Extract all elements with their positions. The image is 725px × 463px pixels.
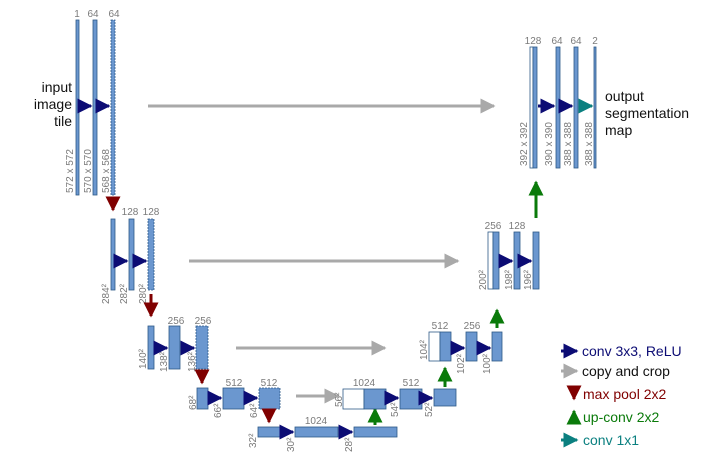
legend-label-upconv: up-conv 2x2: [583, 409, 659, 425]
feature-map-block: [492, 231, 500, 290]
up-level-2-blocks: [487, 231, 540, 290]
feature-map-block: [128, 218, 135, 291]
legend-label-conv: conv 3x3, ReLU: [582, 343, 682, 359]
feature-map-block: [573, 46, 579, 169]
size-label: 104²: [419, 339, 430, 360]
channel-label: 2: [592, 36, 598, 47]
legend: conv 3x3, ReLU copy and crop max pool 2x…: [561, 343, 682, 448]
size-label: 54²: [390, 402, 401, 417]
feature-map-block: [75, 19, 80, 196]
legend-label-conv1x1: conv 1x1: [583, 432, 639, 448]
feature-map-block: [399, 388, 423, 410]
input-label-line-2: image: [34, 96, 72, 112]
feature-map-block: [532, 231, 540, 290]
input-label-line-3: tile: [54, 113, 72, 129]
channel-label: 512: [226, 378, 243, 389]
channel-label: 256: [485, 221, 502, 232]
size-label: 68²: [188, 395, 199, 410]
feature-map-block: [294, 426, 339, 438]
size-label: 52²: [424, 402, 435, 417]
size-label: 388 x 388: [584, 122, 595, 166]
size-label: 200²: [478, 269, 489, 290]
up-level-4-blocks: [342, 388, 457, 410]
feature-map-block: [147, 218, 155, 291]
feature-map-block: [110, 218, 116, 291]
channel-label: 128: [525, 36, 542, 47]
channel-label: 128: [143, 207, 160, 218]
feature-map-block: [555, 46, 561, 169]
size-label: 198²: [504, 269, 515, 290]
copied-feature-map-block: [529, 46, 534, 169]
channel-label: 512: [403, 378, 420, 389]
size-label: 28²: [344, 437, 355, 452]
size-label: 282²: [119, 283, 130, 304]
feature-map-block: [439, 331, 452, 362]
size-label: 32²: [248, 433, 259, 448]
channel-label: 64: [570, 36, 582, 47]
size-label: 140²: [138, 348, 149, 369]
level-2-blocks: [110, 218, 155, 291]
input-label-line-1: input: [42, 79, 72, 95]
size-label: 392 x 392: [519, 122, 530, 166]
output-label-line-1: output: [605, 88, 644, 104]
size-label: 284²: [101, 283, 112, 304]
channel-label: 128: [509, 221, 526, 232]
size-label: 196²: [523, 269, 534, 290]
channel-label: 128: [122, 207, 139, 218]
feature-map-block: [465, 331, 478, 362]
size-label: 30²: [286, 437, 297, 452]
size-label: 102²: [456, 353, 467, 374]
channel-label: 1024: [305, 416, 328, 427]
feature-map-block: [433, 388, 457, 407]
feature-map-block: [110, 19, 116, 196]
up-level-1-blocks: [529, 46, 597, 169]
feature-map-block: [532, 46, 538, 169]
size-label: 64²: [249, 403, 260, 418]
feature-map-block: [491, 331, 503, 362]
feature-map-block: [168, 325, 181, 370]
level-5-blocks: [257, 426, 398, 438]
legend-label-pool: max pool 2x2: [583, 386, 666, 402]
size-label: 56²: [334, 392, 345, 407]
feature-map-block: [257, 426, 281, 438]
copied-feature-map-block: [342, 388, 365, 410]
size-label: 572 x 572: [65, 149, 76, 193]
channel-label: 256: [464, 321, 481, 332]
output-label-line-2: segmentation: [605, 105, 689, 121]
feature-map-block: [353, 426, 398, 438]
size-label: 280²: [138, 283, 149, 304]
channel-label: 64: [108, 9, 120, 20]
channel-label: 512: [432, 321, 449, 332]
size-label: 138²: [159, 351, 170, 372]
channel-label: 256: [195, 316, 212, 327]
size-label: 100²: [482, 353, 493, 374]
channel-label: 64: [87, 9, 99, 20]
channel-label: 512: [261, 378, 278, 389]
legend-label-copy: copy and crop: [582, 363, 670, 379]
output-label-line-3: map: [605, 122, 632, 138]
size-label: 388 x 388: [563, 122, 574, 166]
feature-map-block: [195, 325, 209, 370]
size-label: 390 x 390: [544, 122, 555, 166]
feature-map-block: [222, 387, 245, 410]
channel-label: 1: [74, 9, 80, 20]
copied-feature-map-block: [428, 331, 441, 362]
output-block: [593, 46, 597, 169]
channel-label: 256: [168, 316, 185, 327]
feature-map-block: [363, 388, 387, 410]
size-label: 570 x 570: [83, 149, 94, 193]
level-4-blocks: [196, 387, 281, 410]
size-label: 136²: [187, 351, 198, 372]
size-label: 568 x 568: [101, 149, 112, 193]
size-label: 66²: [213, 403, 224, 418]
channel-label: 1024: [353, 378, 376, 389]
channel-label: 64: [551, 36, 563, 47]
feature-map-block: [258, 387, 281, 410]
